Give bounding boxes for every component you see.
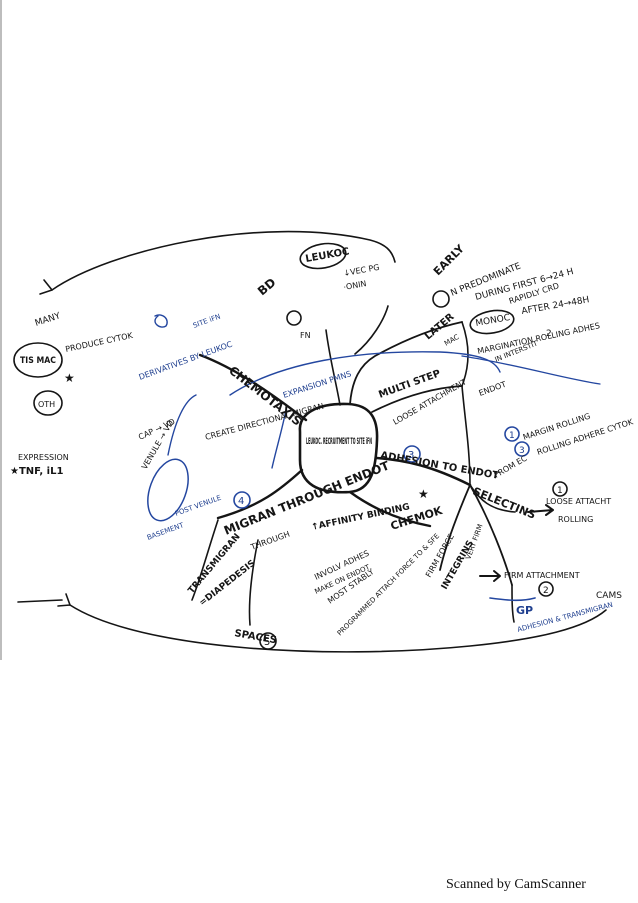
- bottom-arc: [69, 604, 607, 653]
- badge-n3: 3: [408, 450, 414, 461]
- branch-multistep: [371, 385, 463, 413]
- n-circle: [286, 310, 302, 326]
- blue-scribble: [154, 314, 168, 328]
- n3-circle-blue: [403, 445, 421, 463]
- badge-n1-blue: 1: [509, 431, 515, 441]
- badge-n1: 1: [557, 486, 563, 496]
- label-cams: CAMS: [596, 591, 622, 601]
- label-tis-mac: TIS MAC: [20, 356, 56, 366]
- label-fn: FN: [300, 331, 311, 340]
- early-circle: [432, 290, 450, 308]
- label-two: 2: [546, 329, 552, 339]
- label-adhesion: ADHESION TO ENDOT: [379, 450, 499, 482]
- label-onin: ·ONIN: [343, 279, 367, 292]
- label-derivatives: DERIVATIVES BY LEUKOC: [138, 339, 234, 381]
- branch-top: [349, 321, 463, 405]
- label-oth: OTH: [38, 400, 55, 409]
- arrowhead-top-left: [39, 279, 53, 295]
- monoc-bubble: [469, 309, 515, 335]
- blue-venule-ellipse: [147, 458, 189, 522]
- label-tnf: ★TNF, iL1: [10, 466, 63, 477]
- branch-left-down: [191, 519, 259, 626]
- oth-bubble: [33, 390, 63, 416]
- center-bubble: [298, 402, 379, 494]
- label-bd: BD: [255, 275, 279, 298]
- n1-circle-blue: [504, 426, 520, 442]
- label-rolling: ROLLING: [558, 515, 593, 524]
- badge-n5: 5: [264, 637, 270, 648]
- label-basement: BASEMENT: [146, 521, 186, 542]
- label-vec: ↓VEC PG: [343, 263, 380, 278]
- branch-migran: [216, 468, 304, 520]
- label-create: CREATE DIRECTIONAL MIGRAN: [204, 402, 325, 442]
- blue-up-arrow: [167, 394, 197, 456]
- blue-top-line: [461, 355, 601, 385]
- arrow-firm: [479, 570, 501, 582]
- badge-n4: 4: [238, 496, 244, 507]
- arrow-rolling: [527, 504, 554, 516]
- label-mac: MAC: [443, 333, 461, 348]
- label-firm-attach: FIRM ATTACHMENT: [504, 571, 580, 580]
- star-center: ★: [418, 487, 429, 501]
- branch-adhesion: [375, 456, 472, 487]
- branch-chemotaxis: [198, 353, 308, 422]
- branch-chemok: [348, 490, 432, 528]
- blue-down-line: [271, 409, 287, 469]
- label-leukoc-top: LEUKOC: [305, 246, 351, 265]
- tis-mac-bubble: [13, 342, 63, 378]
- label-selectins: SELECTINS: [471, 485, 538, 522]
- center-title: LEUKOC. RECRUITMENT TO SITE iFN: [306, 437, 372, 447]
- label-many: MANY: [34, 311, 62, 329]
- top-arc: [51, 230, 396, 291]
- n4-circle-blue: [233, 491, 251, 509]
- label-expression: EXPRESSION: [18, 453, 69, 462]
- badge-n3-blue: 3: [519, 446, 525, 456]
- label-star-left: ★: [64, 371, 75, 385]
- blue-gp-arrow: [489, 597, 536, 602]
- label-produce: PRODUCE CYTOK: [65, 331, 135, 354]
- label-gp: GP: [516, 604, 533, 617]
- label-through: THROUGH: [249, 529, 291, 552]
- scan-edge: [0, 0, 2, 660]
- label-endot: ENDOT: [478, 380, 508, 398]
- label-site: SITE iFN: [192, 313, 222, 330]
- label-spaces: SPACES: [233, 628, 277, 646]
- label-expansion: EXPANSION PMNS: [282, 369, 353, 400]
- branch-gp: [511, 584, 515, 623]
- bottom-left-line: [17, 599, 63, 603]
- label-from-ec: FROM EC: [493, 453, 530, 479]
- label-loose-attach: LOOSE ATTACHT: [546, 497, 611, 506]
- n2-circle: [538, 581, 554, 597]
- badge-n2: 2: [543, 586, 549, 596]
- n3b-circle-blue: [514, 441, 530, 457]
- branch-upper: [325, 305, 389, 406]
- label-migran: MIGRAN THROUGH ENDOT: [222, 458, 392, 538]
- label-monoc: MONOC: [475, 313, 511, 329]
- leukoc-top-bubble: [299, 242, 347, 270]
- scanner-watermark: Scanned by CamScanner: [446, 877, 586, 892]
- label-early: EARLY: [431, 241, 468, 278]
- arrowhead-bottom-left: [57, 593, 71, 607]
- n5-circle: [259, 632, 277, 650]
- n1-circle: [552, 481, 568, 497]
- branch-integrins: [439, 484, 513, 586]
- label-margination: MARGINATION ROLLING ADHES: [477, 321, 601, 356]
